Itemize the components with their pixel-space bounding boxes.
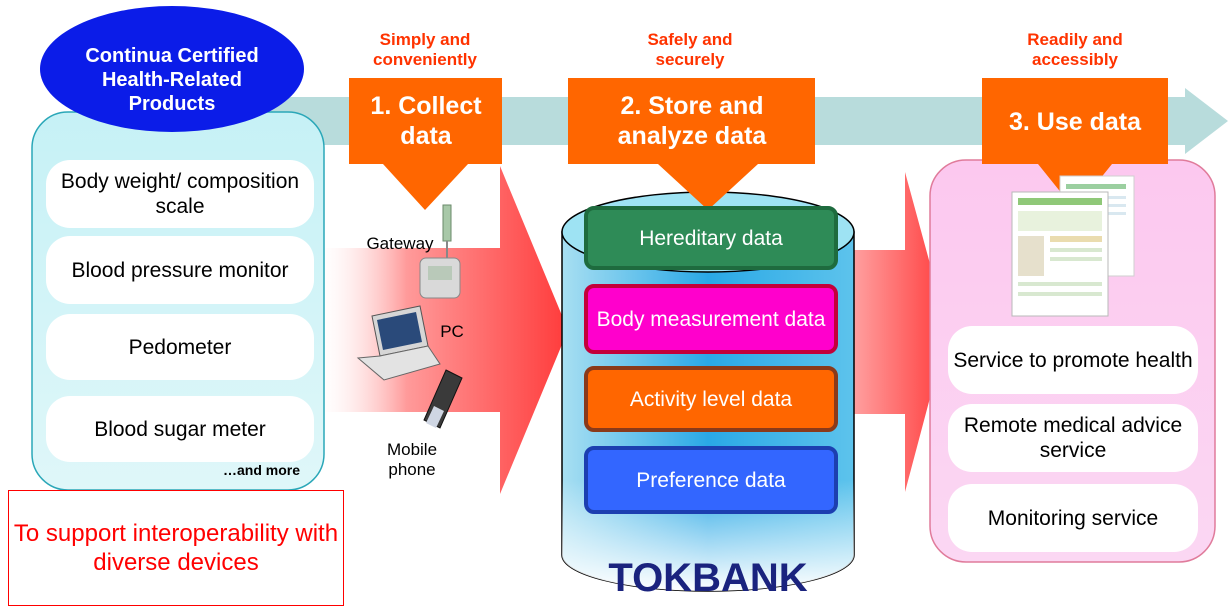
- step-1-tag: Simply and conveniently: [373, 30, 477, 69]
- tokbank-name: TOKBANK: [608, 555, 808, 600]
- service-promote-health: Service to promote health: [948, 326, 1198, 394]
- gateway-icon: [419, 204, 461, 299]
- body-measurement-data-layer: Body measurement data: [584, 284, 838, 354]
- laptop-icon: [356, 305, 441, 381]
- interoperability-note: To support interoperability with diverse…: [8, 490, 344, 606]
- service-monitoring: Monitoring service: [948, 484, 1198, 552]
- hereditary-data-layer: Hereditary data: [584, 206, 838, 270]
- activity-level-data-layer: Activity level data: [584, 366, 838, 432]
- step-3-label: 3. Use data: [1008, 108, 1141, 136]
- step-1-label: 1. Collect data: [370, 92, 482, 150]
- and-more-label: …and more: [222, 462, 300, 478]
- gateway-label: Gateway: [366, 234, 434, 253]
- device-blood-pressure-monitor: Blood pressure monitor: [46, 236, 314, 304]
- pc-label: PC: [440, 322, 464, 341]
- mobile-phone-icon: [423, 369, 463, 429]
- use-flow-arrow: [838, 172, 948, 492]
- collect-flow-arrow: [320, 166, 568, 494]
- step-1-shape: [349, 78, 502, 210]
- web-page-screenshots: [1011, 175, 1135, 317]
- continua-badge: [40, 6, 304, 132]
- device-pedometer: Pedometer: [46, 314, 314, 380]
- step-3-shape: [982, 78, 1168, 210]
- step-3-tag: Readily and accessibly: [1027, 30, 1123, 69]
- mobile-phone-label: Mobile phone: [386, 440, 438, 479]
- device-body-weight-scale: Body weight/ composition scale: [46, 160, 314, 228]
- service-remote-medical-advice: Remote medical advice service: [948, 404, 1198, 472]
- step-2-label: 2. Store and analyze data: [617, 92, 767, 150]
- device-blood-sugar-meter: Blood sugar meter: [46, 396, 314, 462]
- step-2-tag: Safely and securely: [647, 30, 733, 69]
- preference-data-layer: Preference data: [584, 446, 838, 514]
- continua-title: Continua Certified Health-Related Produc…: [85, 45, 259, 115]
- step-2-shape: [568, 78, 815, 210]
